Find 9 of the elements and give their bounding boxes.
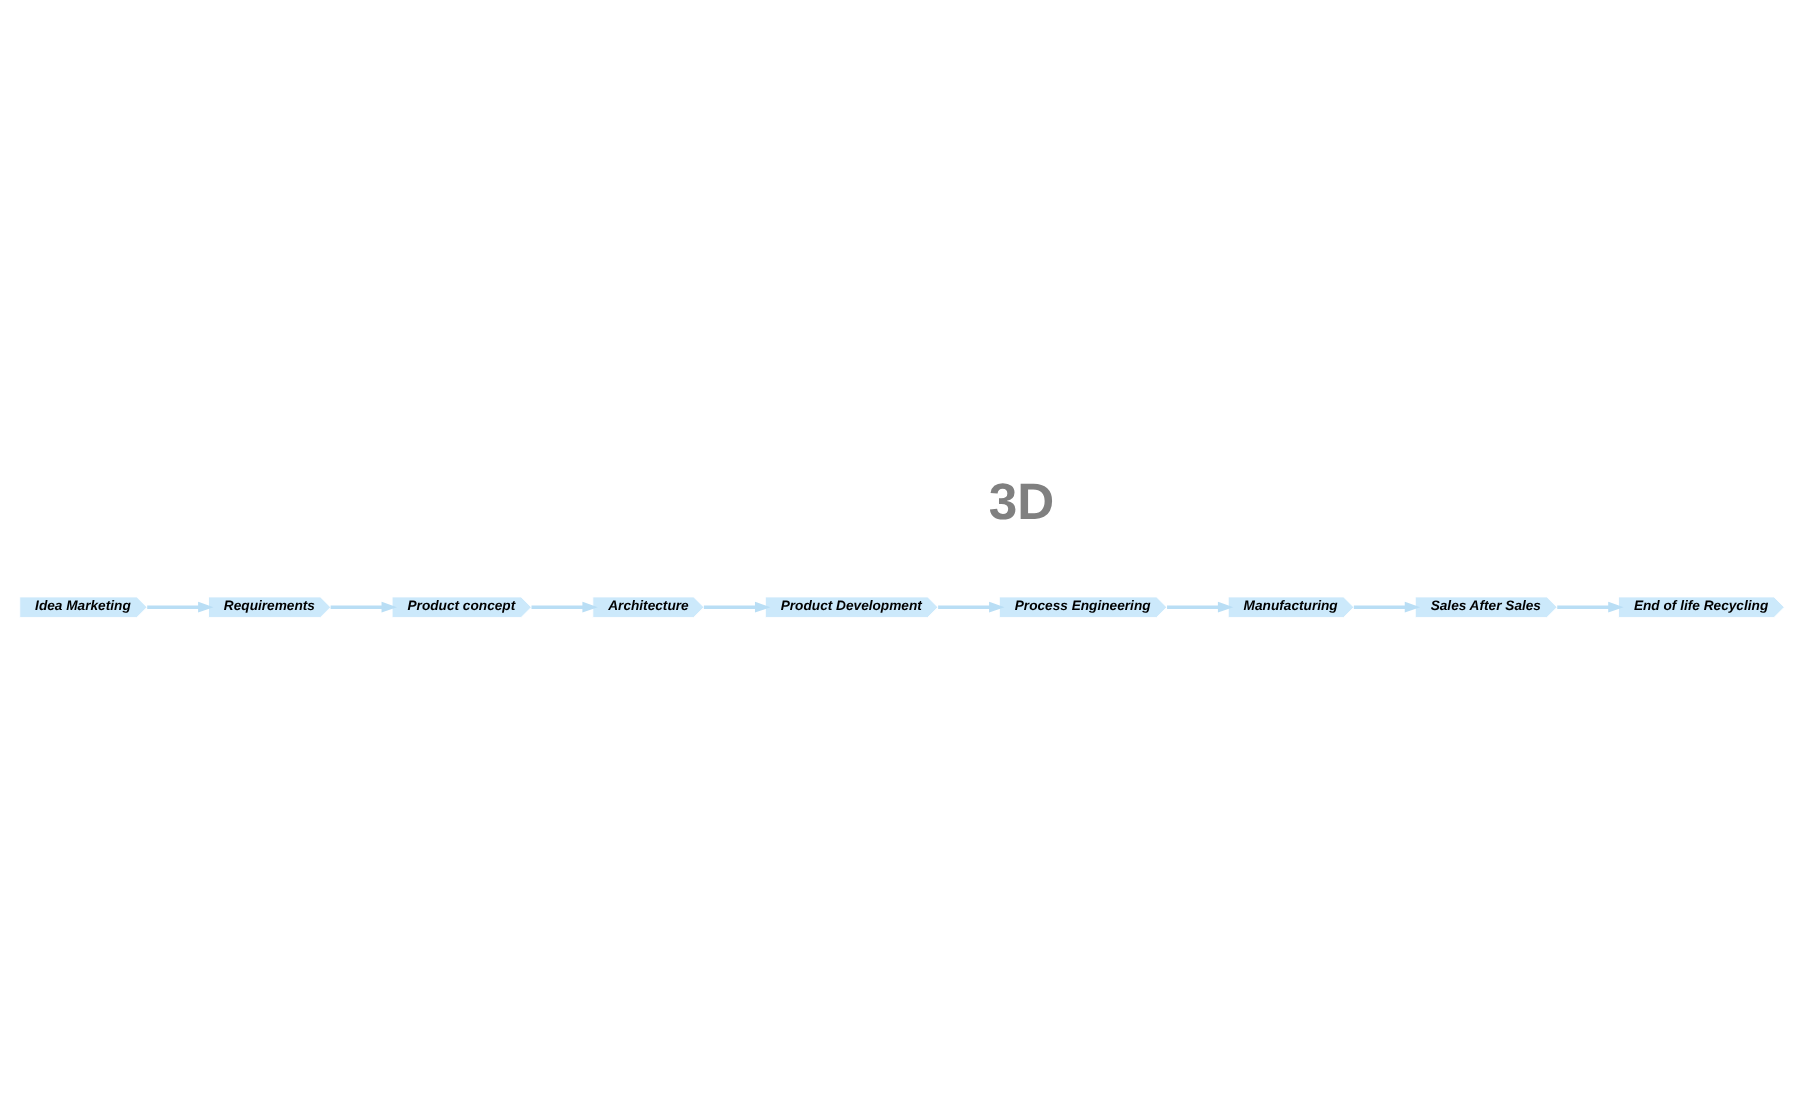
arrow <box>1353 601 1421 613</box>
arrow <box>703 601 771 613</box>
arrow <box>938 601 1005 613</box>
arrow <box>330 601 397 613</box>
arrow <box>531 601 598 613</box>
arrow <box>147 601 214 613</box>
arrow <box>1557 601 1624 613</box>
label: 3D <box>988 475 1055 532</box>
arrow <box>1167 601 1234 613</box>
